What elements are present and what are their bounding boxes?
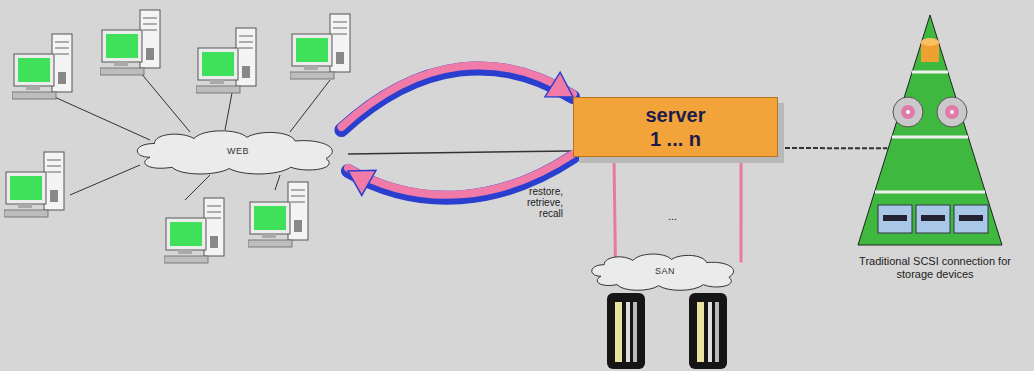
connector-line — [614, 157, 615, 261]
line-segment — [740, 157, 743, 263]
network-cloud: WEB — [128, 126, 348, 176]
tape-drive — [878, 205, 912, 233]
tape-drive — [916, 205, 950, 233]
arrow-body — [341, 65, 573, 127]
disk-cabinets — [607, 293, 727, 369]
optical-disc — [945, 105, 959, 119]
cloud-label: SAN — [655, 266, 675, 276]
cloud-label: WEB — [227, 146, 249, 156]
transfer-arrow — [341, 65, 573, 130]
tier-line — [892, 136, 968, 139]
tape-drive — [883, 215, 907, 221]
arrow-head — [545, 72, 573, 97]
text-column: server1 ... n — [574, 98, 777, 156]
tape-drive — [954, 205, 988, 233]
optical-disc — [901, 105, 915, 119]
tier-line — [912, 71, 948, 74]
arrow-label: restore, retrieve, recall — [505, 186, 563, 219]
text-column: WEB — [128, 126, 348, 176]
optical-disc — [906, 110, 910, 114]
optical-disc — [950, 110, 954, 114]
arrow-head — [348, 170, 376, 195]
ellipsis-label: ... — [668, 210, 677, 222]
storage-caption: Traditional SCSI connection for storage … — [850, 255, 1020, 281]
optical-disc — [893, 97, 923, 127]
server-label: server — [645, 103, 705, 127]
san-cloud: SAN — [585, 250, 745, 292]
connector-line — [741, 157, 742, 263]
tier-line — [875, 191, 985, 194]
cloud-outline — [592, 254, 734, 290]
server-label: 1 ... n — [650, 127, 701, 151]
tape-drive — [921, 215, 945, 221]
cloud-outline — [137, 131, 332, 174]
client-computers — [4, 10, 350, 263]
storage-pyramid: Traditional SCSI connection for storage … — [850, 12, 1020, 302]
optical-disc — [937, 97, 967, 127]
text-column: SAN — [585, 250, 745, 292]
disk-symbol — [921, 38, 939, 46]
line-segment — [614, 157, 615, 261]
tape-drive — [959, 215, 983, 221]
pyramid-outline — [858, 15, 1002, 245]
server-box: server1 ... n — [573, 97, 778, 157]
connector-line — [778, 148, 887, 149]
line-segment — [348, 151, 573, 154]
connector-line — [348, 151, 573, 154]
line-segment — [778, 147, 887, 149]
